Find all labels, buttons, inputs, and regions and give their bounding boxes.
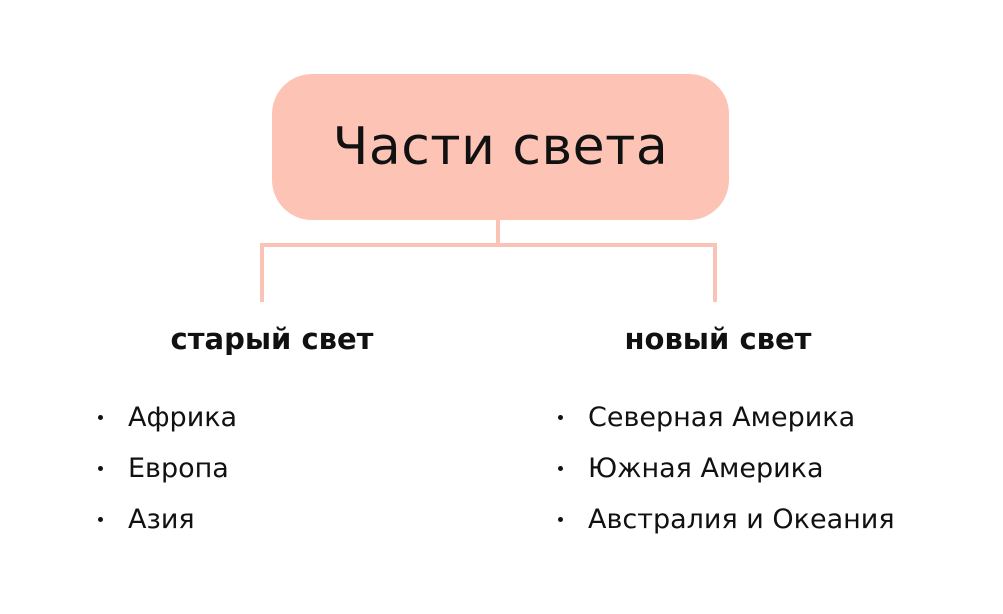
bullet-icon — [98, 415, 103, 420]
bullet-icon — [558, 517, 563, 522]
list-item: Африка — [96, 392, 237, 443]
branch-list-new-world: Северная Америка Южная Америка Австралия… — [556, 392, 895, 545]
bullet-icon — [558, 466, 563, 471]
bullet-icon — [558, 415, 563, 420]
root-label: Части света — [332, 117, 669, 177]
bullet-icon — [98, 466, 103, 471]
list-item: Южная Америка — [556, 443, 895, 494]
list-item-label: Южная Америка — [588, 453, 824, 484]
list-item: Австралия и Океания — [556, 494, 895, 545]
list-item: Азия — [96, 494, 237, 545]
list-item-label: Азия — [128, 504, 195, 535]
branch-title-old-world: старый свет — [170, 322, 374, 356]
branch-title-new-world: новый свет — [624, 322, 812, 356]
list-item-label: Африка — [128, 402, 238, 433]
list-item: Северная Америка — [556, 392, 895, 443]
root-node: Части света — [272, 74, 729, 220]
list-item: Европа — [96, 443, 237, 494]
list-item-label: Европа — [128, 453, 229, 484]
list-item-label: Северная Америка — [588, 402, 856, 433]
list-item-label: Австралия и Океания — [588, 504, 895, 535]
bullet-icon — [98, 517, 103, 522]
branch-list-old-world: Африка Европа Азия — [96, 392, 237, 545]
